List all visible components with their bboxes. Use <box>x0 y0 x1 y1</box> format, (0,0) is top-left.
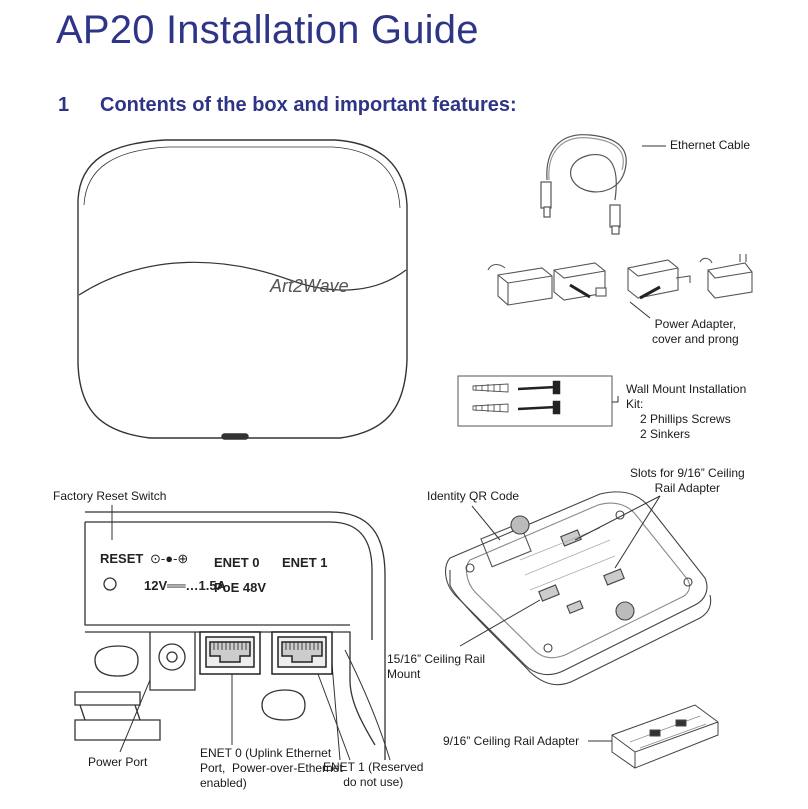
label-wall-mount-item-1: 2 Phillips Screws <box>640 412 731 426</box>
brand-logo: Art2Wave <box>269 276 349 296</box>
access-point-illustration <box>77 139 408 440</box>
panel-enet1-text: ENET 1 <box>282 555 328 570</box>
label-identity-qr: Identity QR Code <box>427 489 520 503</box>
section-number: 1 <box>58 94 70 116</box>
label-power-port: Power Port <box>88 755 148 769</box>
label-enet1: ENET 1 (Reserved do not use) <box>323 760 424 789</box>
enet0-port <box>199 631 261 675</box>
wall-mount-kit-illustration <box>457 375 613 427</box>
label-rail-slots: Slots for 9/16” Ceiling Rail Adapter <box>630 466 745 495</box>
panel-enet0-text: ENET 0 <box>214 555 260 570</box>
label-enet0: ENET 0 (Uplink Ethernet Port, Power-over… <box>200 746 343 790</box>
ceiling-mount-underside-illustration <box>445 491 712 686</box>
power-adapter-illustration <box>487 254 753 306</box>
port-panel-illustration <box>74 511 391 761</box>
panel-poe-text: PoE 48V <box>214 580 266 595</box>
label-wall-mount-title: Wall Mount Installation Kit: <box>626 382 747 411</box>
ethernet-cable-illustration <box>540 134 627 235</box>
label-wall-mount: Wall Mount Installation Kit: 2 Phillips … <box>626 382 746 442</box>
rail-adapter-illustration <box>611 704 719 769</box>
page-title: AP20 Installation Guide <box>56 8 479 52</box>
section-heading-text: Contents of the box and important featur… <box>100 94 517 116</box>
panel-dc-symbol: ⊙-●-⊕ <box>150 551 188 566</box>
label-power-adapter: Power Adapter, cover and prong <box>652 317 739 346</box>
label-ethernet-cable: Ethernet Cable <box>670 138 751 152</box>
panel-power-rating: 12V══…1.5A <box>144 578 227 593</box>
panel-reset-text: RESET <box>100 551 143 566</box>
label-wall-mount-item-2: 2 Sinkers <box>640 427 691 441</box>
enet1-port <box>271 631 333 675</box>
label-factory-reset: Factory Reset Switch <box>53 489 167 503</box>
label-rail-adapter-916: 9/16” Ceiling Rail Adapter <box>443 734 580 748</box>
section-heading: 1 Contents of the box and important featu… <box>58 94 517 117</box>
label-ceiling-mount-1516: 15/16” Ceiling Rail Mount <box>387 652 486 681</box>
